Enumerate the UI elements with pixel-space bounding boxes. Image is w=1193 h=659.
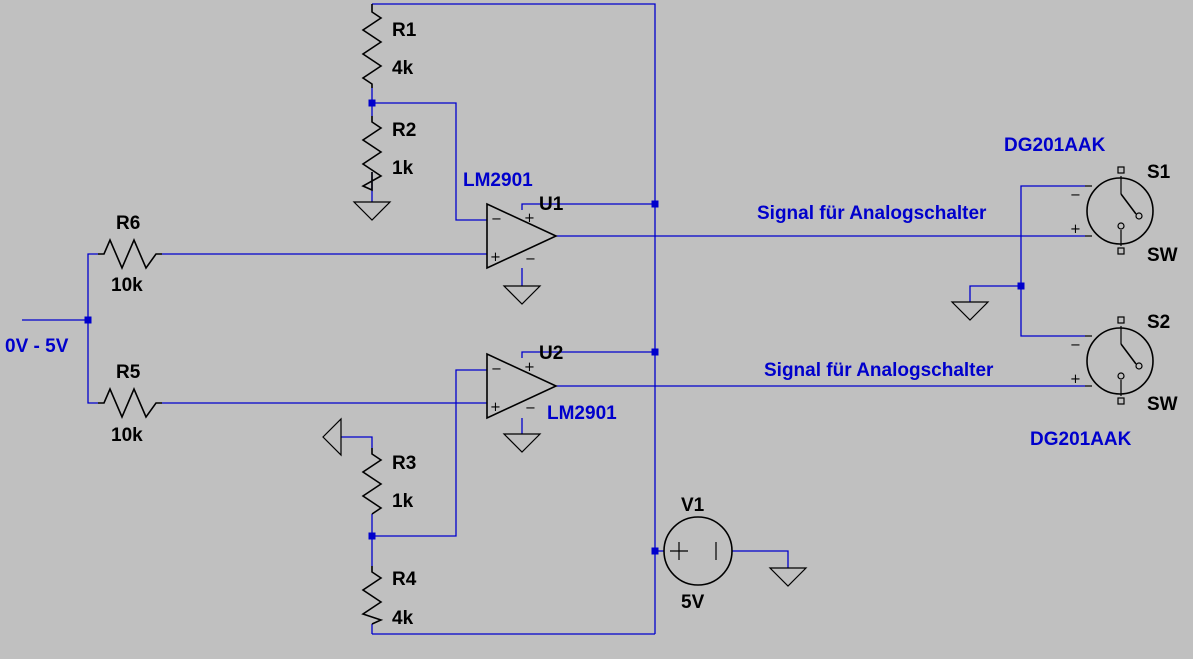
junction-dot (651, 348, 659, 356)
comparator-u2[interactable] (486, 352, 558, 420)
voltage-source-v1[interactable] (663, 516, 733, 586)
junction-dot (368, 532, 376, 540)
ground-symbol-r3 (322, 417, 342, 457)
s1-plus-pin: + (1070, 222, 1081, 237)
wire-s-to-gnd (969, 285, 1021, 302)
r1-value: 4k (392, 58, 414, 79)
u2-part: LM2901 (547, 403, 617, 424)
input-voltage-label: 0V - 5V (5, 336, 69, 357)
r5-value: 10k (111, 425, 143, 446)
wire-u1-vcc (521, 203, 655, 210)
signal-label-1: Signal für Analogschalter (757, 203, 987, 224)
resistor-r3[interactable] (361, 448, 383, 515)
wire-v1-minus-to-gnd (732, 550, 789, 568)
resistor-r4[interactable] (361, 566, 384, 625)
wire-divider1-to-u1-minus (372, 102, 487, 221)
r2-value: 1k (392, 158, 414, 179)
resistor-r5[interactable] (98, 386, 162, 420)
r3-value: 1k (392, 491, 414, 512)
ground-symbol-u2 (502, 433, 542, 453)
ground-symbol-v1 (768, 567, 808, 587)
switch-s2[interactable] (1085, 316, 1154, 405)
r4-ref: R4 (392, 569, 417, 590)
junctions (84, 99, 1025, 555)
resistor-r1[interactable] (361, 4, 383, 88)
r4-value: 4k (392, 608, 414, 629)
s2-ref: S2 (1147, 312, 1170, 333)
u1-minus-pin: − (491, 212, 502, 227)
u1-part: LM2901 (463, 170, 533, 191)
s1-minus-pin: − (1070, 188, 1081, 203)
junction-dot (84, 316, 92, 324)
junction-dot (651, 547, 659, 555)
v1-ref: V1 (681, 495, 705, 516)
wire-input-down (87, 320, 98, 404)
comparator-u1[interactable] (486, 202, 558, 270)
s2-plus-pin: + (1070, 372, 1081, 387)
r6-value: 10k (111, 275, 143, 296)
u1-vee-pin: − (525, 252, 536, 267)
s1-part: DG201AAK (1004, 135, 1106, 156)
r6-ref: R6 (116, 213, 140, 234)
ground-symbol-u1 (502, 285, 542, 305)
ground-symbol-r2 (352, 201, 392, 221)
u1-plus-pin: + (490, 250, 501, 265)
resistor-r2[interactable] (361, 116, 383, 192)
s2-minus-pin: − (1070, 338, 1081, 353)
wire-s-common (1020, 185, 1085, 337)
u2-minus-pin: − (491, 362, 502, 377)
u2-vee-pin: − (525, 401, 536, 416)
signal-label-2: Signal für Analogschalter (764, 360, 994, 381)
u2-vcc-pin: + (524, 360, 535, 375)
wire-u2-vcc (521, 351, 655, 358)
junction-dot (1017, 282, 1025, 290)
s1-type: SW (1147, 245, 1178, 266)
resistor-r6[interactable] (98, 237, 162, 271)
s2-part: DG201AAK (1030, 429, 1132, 450)
wire-u2-minus-to-divider2 (372, 369, 487, 537)
wire-r3-top (341, 436, 373, 448)
r1-ref: R1 (392, 20, 417, 41)
u1-vcc-pin: + (524, 211, 535, 226)
s1-ref: S1 (1147, 162, 1171, 183)
u1-ref: U1 (539, 194, 564, 215)
junction-dot (368, 99, 376, 107)
r5-ref: R5 (116, 362, 141, 383)
r3-ref: R3 (392, 453, 416, 474)
wire-top-rail (372, 3, 656, 551)
junction-dot (651, 200, 659, 208)
wire-input-up (87, 253, 98, 320)
u2-ref: U2 (539, 343, 563, 364)
switch-s1[interactable] (1085, 166, 1154, 255)
ground-symbol-switches (950, 301, 990, 321)
s2-type: SW (1147, 394, 1178, 415)
v1-value: 5V (681, 592, 705, 613)
wires (22, 3, 1085, 635)
u2-plus-pin: + (490, 400, 501, 415)
r2-ref: R2 (392, 120, 416, 141)
